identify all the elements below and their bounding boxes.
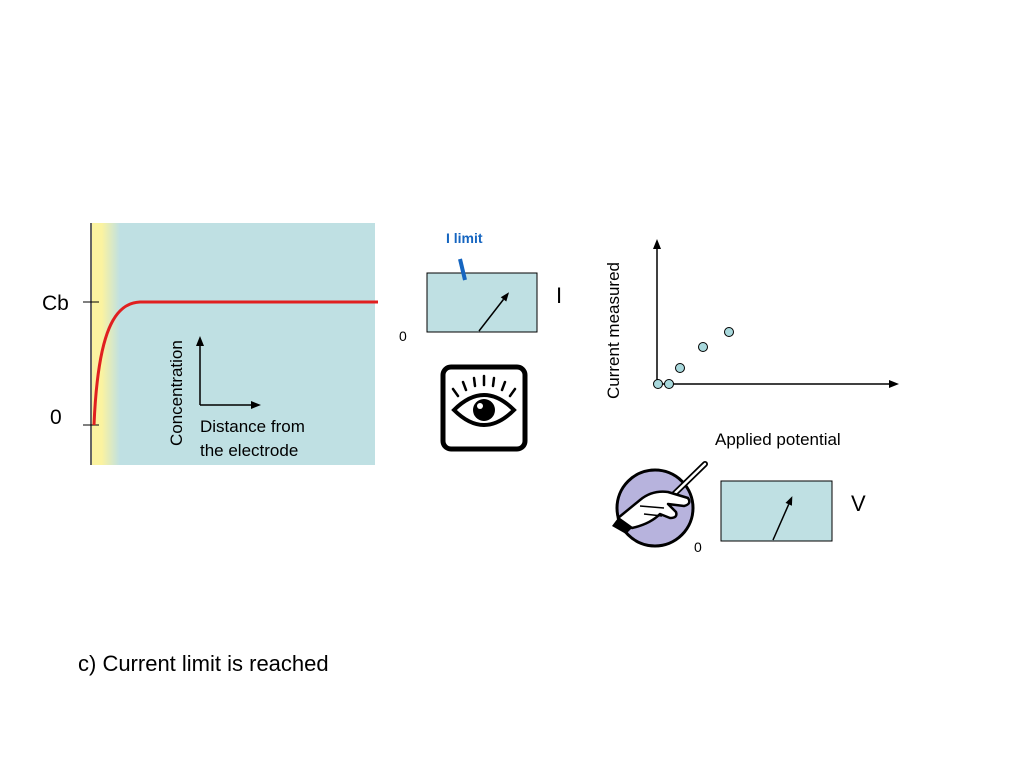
slide-caption: c) Current limit is reached	[78, 651, 329, 676]
label-cb: Cb	[42, 292, 69, 315]
current-meter-needle	[478, 298, 505, 332]
inset-x-label-line1: Distance from	[200, 417, 305, 436]
data-point	[664, 379, 674, 389]
electrode-surface	[92, 223, 120, 465]
inset-x-label-line2: the electrode	[200, 441, 298, 460]
iv-x-arrowhead	[889, 380, 899, 388]
current-meter-zero: 0	[399, 328, 407, 344]
eye-icon	[440, 364, 528, 452]
data-point	[724, 327, 734, 337]
iv-plot: Current measured Applied potential	[604, 239, 899, 449]
current-limit-marker	[458, 258, 467, 281]
label-zero: 0	[50, 406, 62, 429]
current-limit-label: I limit	[446, 230, 483, 246]
solution-region	[92, 223, 375, 465]
iv-y-arrowhead	[653, 239, 661, 249]
inset-y-arrowhead	[196, 336, 204, 346]
inset-x-arrowhead	[251, 401, 261, 409]
iv-y-label: Current measured	[604, 262, 623, 399]
current-needle-arrowhead	[500, 292, 510, 302]
concentration-panel: Cb 0 Concentration Distance from the ele…	[42, 223, 378, 465]
concentration-curve	[92, 300, 378, 426]
data-point	[675, 363, 685, 373]
voltage-needle-arrowhead	[785, 496, 793, 506]
data-point	[653, 379, 663, 389]
voltage-meter-zero: 0	[694, 539, 702, 555]
inset-y-label: Concentration	[167, 340, 186, 446]
iv-x-label: Applied potential	[715, 430, 841, 449]
voltage-meter-unit: V	[851, 491, 866, 516]
data-point	[698, 342, 708, 352]
current-meter-unit: I	[556, 283, 562, 308]
voltage-meter-needle	[772, 504, 790, 541]
current-meter-face	[426, 272, 538, 333]
current-meter: I limit 0 I	[399, 230, 562, 344]
hand-turning-knob-icon	[612, 461, 708, 548]
voltage-meter: 0 V	[694, 480, 866, 555]
